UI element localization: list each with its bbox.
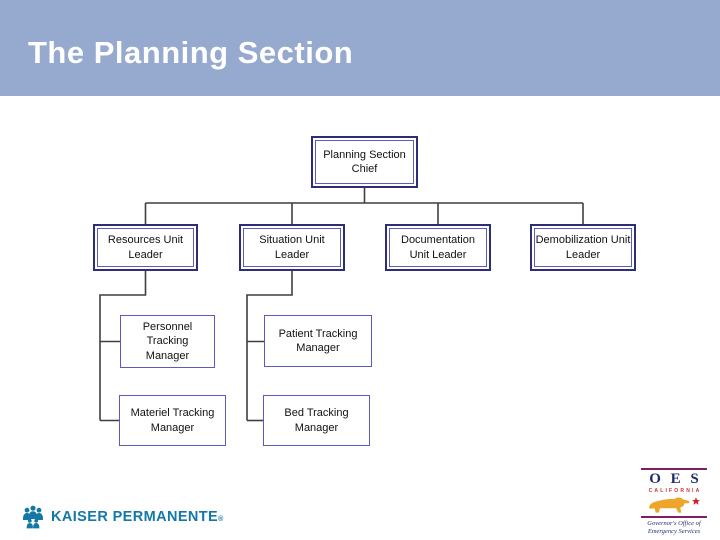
- oes-bottom-rule: [641, 516, 707, 518]
- oes-acronym: O E S: [649, 471, 702, 487]
- org-node-label: Resources Unit Leader: [107, 234, 184, 261]
- oes-top-rule: [641, 468, 707, 470]
- oes-caption-line2: Emergency Services: [647, 528, 701, 536]
- org-node-patient-tracking-manager: Patient Tracking Manager: [264, 315, 372, 367]
- org-node-label: Documentation Unit Leader: [401, 234, 475, 261]
- oes-caption: Governor's Office of Emergency Services: [647, 520, 700, 536]
- org-node-bed-tracking-manager: Bed Tracking Manager: [263, 395, 370, 446]
- org-node-documentation-unit-leader: Documentation Unit Leader: [385, 224, 491, 271]
- kaiser-people-icon: [23, 505, 43, 529]
- kaiser-brand-text: KAISER PERMANENTE®: [51, 509, 224, 525]
- oes-caption-line1: Governor's Office of: [647, 520, 701, 527]
- org-node-label: Bed Tracking Manager: [284, 407, 349, 434]
- page-title: The Planning Section: [28, 35, 354, 70]
- org-node-resources-unit-leader: Resources Unit Leader: [93, 224, 198, 271]
- org-node-label: Situation Unit Leader: [259, 234, 325, 261]
- org-node-label: Demobilization Unit Leader: [535, 234, 631, 261]
- org-node-demobilization-unit-leader: Demobilization Unit Leader: [530, 224, 636, 271]
- slide-header: The Planning Section: [0, 0, 720, 96]
- oes-logo: O E S CALIFORNIA Governor's Office of Em…: [638, 468, 710, 536]
- org-node-personnel-tracking-manager: Personnel Tracking Manager: [120, 315, 215, 368]
- org-node-label: Planning Section Chief: [323, 148, 406, 175]
- org-node-situation-unit-leader: Situation Unit Leader: [239, 224, 345, 271]
- oes-state-text: CALIFORNIA: [648, 488, 702, 494]
- registered-mark: ®: [218, 516, 224, 523]
- org-node-label: Materiel Tracking Manager: [130, 407, 215, 434]
- org-node-label: Personnel Tracking Manager: [142, 321, 193, 362]
- org-node-label: Patient Tracking Manager: [278, 327, 358, 354]
- kaiser-permanente-logo: KAISER PERMANENTE®: [20, 502, 224, 532]
- california-bear-icon: [649, 497, 700, 513]
- org-node-planning-section-chief: Planning Section Chief: [311, 136, 418, 188]
- org-node-materiel-tracking-manager: Materiel Tracking Manager: [119, 395, 226, 446]
